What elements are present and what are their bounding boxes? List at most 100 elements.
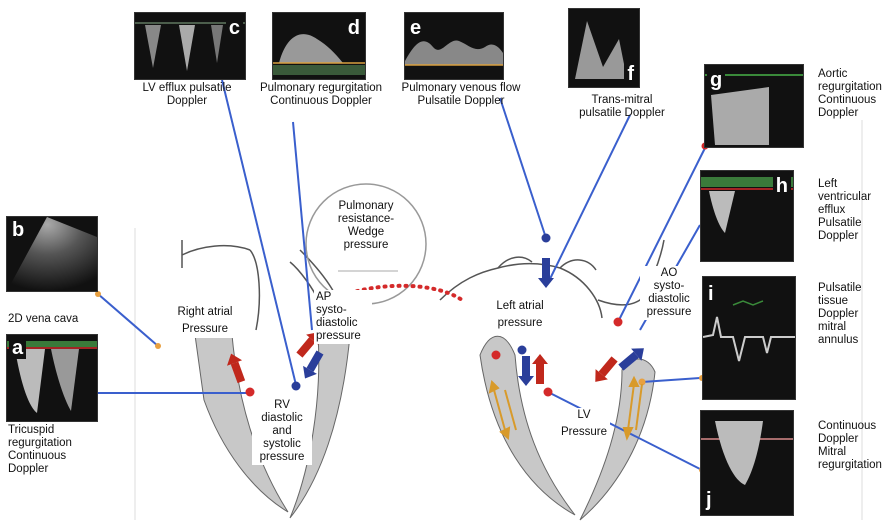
caption-e: Pulmonary venous flow Pulsatile Doppler [396,82,526,108]
arrow-pv-blue [538,258,554,288]
label-rv-line: systolic [252,438,312,451]
label-ao-pressure: AO systo- diastolic pressure [640,266,698,320]
caption-i-line: annulus [818,334,861,347]
dot-e-end [542,234,551,243]
caption-h-line: ventricular [818,191,871,204]
label-ap-line: AP [316,291,370,304]
echo-panel-b: b [6,216,98,292]
caption-j-line: Doppler [818,433,882,446]
label-ap-line: diastolic [316,317,370,330]
label-rv-line: diastolic [252,412,312,425]
label-ap-line: systo- [316,304,370,317]
pointer-e [500,98,546,238]
label-la-line: pressure [480,317,560,330]
panel-label-i: i [705,283,717,305]
panel-label-d: d [345,17,363,39]
label-ao-line: pressure [640,306,698,319]
label-la-line: Left atrial [480,300,560,313]
caption-j-line: regurgitation [818,459,882,472]
panel-label-f: f [624,63,637,85]
dot-a-end [246,388,255,397]
caption-c: LV efflux pulsatile Doppler [122,82,252,108]
caption-a-line: Doppler [8,463,72,476]
caption-h-line: Pulsatile [818,217,871,230]
panel-label-g: g [707,69,725,91]
label-lv-line: Pressure [558,426,610,439]
caption-a-line: Tricuspid [8,424,72,437]
label-rv-pressure: RV diastolic and systolic pressure [252,398,312,465]
caption-d-line: Continuous Doppler [256,95,386,108]
caption-f: Trans-mitral pulsatile Doppler [560,94,684,120]
label-pulmonary-wedge: Pulmonary resistance- Wedge pressure [326,200,406,252]
arrow-mitral-blue [518,356,534,386]
echo-panel-e: e [404,12,504,80]
caption-e-line: Pulmonary venous flow [396,82,526,95]
panel-label-a: a [9,337,26,359]
label-ap-line: pressure [316,330,370,343]
caption-h-line: efflux [818,204,871,217]
tissue-doppler-mitral-image [703,277,795,399]
pointer-b [98,294,158,346]
label-ra-line: Right atrial [168,306,242,319]
label-rv-line: and [252,425,312,438]
caption-f-line: Trans-mitral [560,94,684,107]
echo-panel-c: c [134,12,246,80]
panel-label-b: b [9,219,27,241]
caption-g-line: regurgitation [818,81,882,94]
label-right-atrial: Right atrial Pressure [168,304,242,338]
caption-i-line: mitral [818,321,861,334]
caption-i-line: tissue [818,295,861,308]
caption-j-line: Mitral [818,446,882,459]
panel-label-c: c [226,17,243,39]
echo-panel-i: i [702,276,796,400]
label-ao-line: systo- [640,280,698,293]
dot-b-end [155,343,161,349]
septum-right-outline [250,250,259,330]
caption-a-line: Continuous [8,450,72,463]
echo-panel-d: d [272,12,366,80]
label-ap-pressure: AP systo- diastolic pressure [314,290,372,344]
echo-panel-j: j [700,410,794,516]
label-rv-line: RV [252,399,312,412]
caption-i-line: Pulsatile [818,282,861,295]
caption-c-line: Doppler [122,95,252,108]
caption-h-line: Left [818,178,871,191]
caption-h-line: Doppler [818,230,871,243]
panel-label-j: j [703,489,715,511]
label-left-atrial: Left atrial pressure [480,298,560,332]
dot-la-blue [518,346,527,355]
dot-la-red [492,351,501,360]
label-pulmonary-line: Pulmonary [326,200,406,213]
label-lv-line: LV [558,409,610,422]
caption-b: 2D vena cava [8,313,78,326]
pulmonary-vein-outline-2 [560,260,596,270]
arrow-mitral-red [532,354,548,384]
caption-j: Continuous Doppler Mitral regurgitation [818,420,882,472]
caption-e-line: Pulsatile Doppler [396,95,526,108]
arrow-ao-red [589,354,621,387]
label-lv-pressure: LV Pressure [558,408,610,440]
mitral-regurgitation-image [701,411,793,515]
caption-a: Tricuspid regurgitation Continuous Doppl… [8,424,72,476]
panel-label-e: e [407,17,424,39]
echo-panel-f: f [568,8,640,88]
panel-label-h: h [773,175,791,197]
label-ao-line: diastolic [640,293,698,306]
dot-c-end [292,382,301,391]
label-pulmonary-line: resistance- [326,213,406,226]
caption-f-line: pulsatile Doppler [560,107,684,120]
caption-d: Pulmonary regurgitation Continuous Doppl… [256,82,386,108]
caption-g: Aortic regurgitation Continuous Doppler [818,68,882,120]
label-pulmonary-line: Wedge [326,226,406,239]
caption-d-line: Pulmonary regurgitation [256,82,386,95]
caption-g-line: Continuous [818,94,882,107]
label-pulmonary-line: pressure [326,239,406,252]
caption-g-line: Doppler [818,107,882,120]
dot-j-end [544,388,553,397]
caption-j-line: Continuous [818,420,882,433]
caption-c-line: LV efflux pulsatile [122,82,252,95]
caption-g-line: Aortic [818,68,882,81]
echo-panel-a: a [6,334,98,422]
right-atrium-outline [182,240,250,268]
label-ra-line: Pressure [168,323,242,336]
